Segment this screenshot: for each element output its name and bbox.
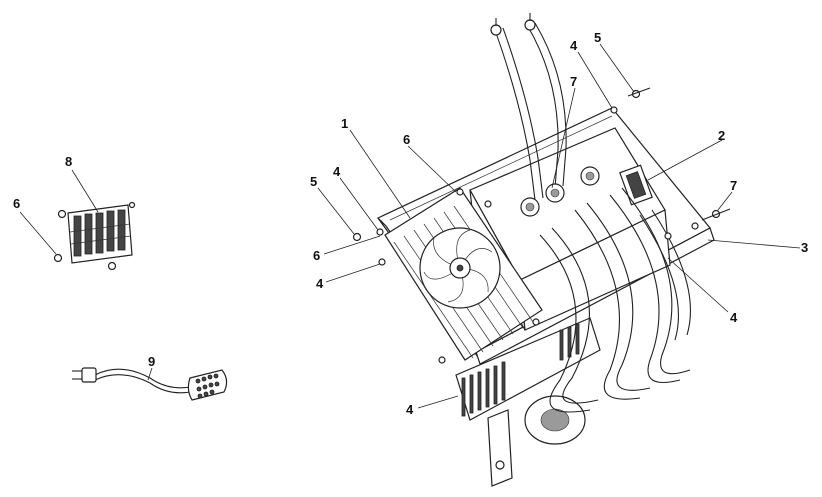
callout-6-left: 6 [13,196,20,211]
callout-9: 9 [148,354,155,369]
leader-lines [19,43,801,409]
callout-4-left-upper: 4 [333,164,341,179]
part-9-power-cord [72,367,228,401]
callout-5-left: 5 [310,174,317,189]
callout-6-mid: 6 [313,248,320,263]
callout-4-right: 4 [730,310,738,325]
callout-4-bottom: 4 [406,402,414,417]
callout-6-top: 6 [403,132,410,147]
cable-terminals [490,13,536,36]
callout-8: 8 [65,154,72,169]
callout-2: 2 [718,128,725,143]
cable-bundle [494,22,691,413]
callout-5-right: 5 [594,30,601,45]
callout-4-left-lower: 4 [316,276,324,291]
fasteners [352,87,731,364]
callout-7-top: 7 [570,74,577,89]
callout-numbers: 8 6 9 1 6 5 4 6 4 4 4 5 7 2 7 3 4 [13,30,808,417]
callout-4-top: 4 [570,38,578,53]
callout-1: 1 [341,116,348,131]
callout-7-right: 7 [730,178,737,193]
part-8-fin-block [53,201,136,271]
callout-3: 3 [801,240,808,255]
charger-assembly [352,13,731,487]
